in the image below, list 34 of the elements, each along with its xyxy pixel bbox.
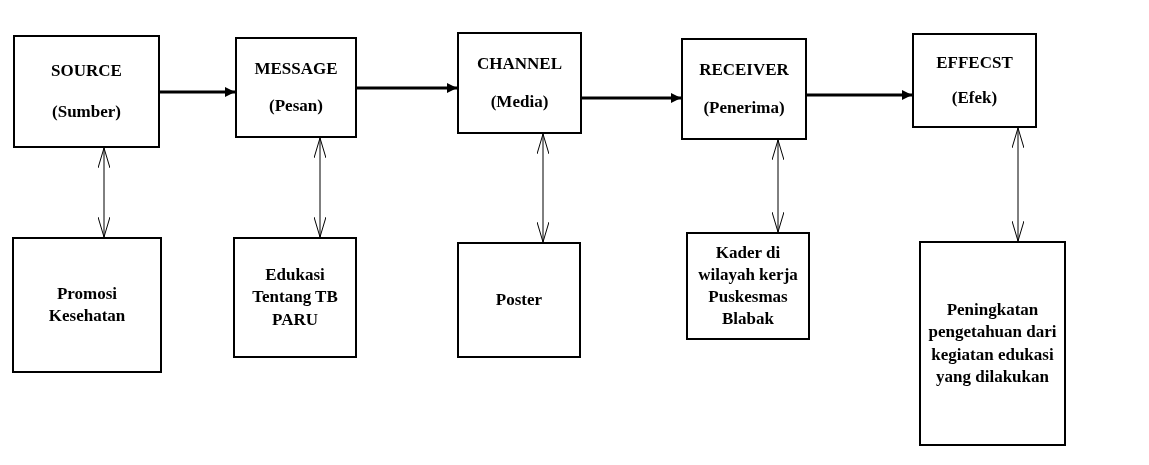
box-text: Promosi Kesehatan	[47, 282, 127, 327]
box-heading: MESSAGE	[254, 57, 338, 80]
arrow	[357, 83, 457, 93]
box-subheading: (Sumber)	[52, 100, 121, 123]
process-box	[235, 37, 357, 138]
box-subheading: (Media)	[490, 90, 549, 113]
box-heading: CHANNEL	[477, 53, 562, 76]
process-box	[919, 241, 1066, 446]
box-subheading: (Pesan)	[269, 94, 323, 117]
process-box	[457, 242, 581, 358]
box-heading: EFFECST	[936, 51, 1013, 74]
arrow	[807, 90, 912, 100]
arrow	[536, 133, 550, 243]
box-heading: RECEIVER	[699, 59, 789, 82]
arrow	[97, 147, 111, 238]
arrow	[160, 87, 235, 97]
box-text: Peningkatan pengetahuan dari kegiatan edukasi yang dilakukan	[927, 299, 1058, 388]
box-text: Kader di wilayah kerja Puskesmas Blabak	[697, 241, 799, 331]
box-text: Poster	[495, 288, 543, 311]
arrow	[313, 137, 327, 238]
box-subheading: (Efek)	[951, 86, 998, 109]
box-text: Edukasi Tentang TB PARU	[251, 264, 339, 331]
arrow	[582, 93, 681, 103]
arrow	[771, 139, 785, 233]
process-box	[912, 33, 1037, 128]
process-box	[12, 237, 162, 373]
arrow	[1011, 127, 1025, 242]
box-subheading: (Penerima)	[703, 96, 785, 119]
process-box	[681, 38, 807, 140]
process-box	[457, 32, 582, 134]
process-box	[686, 232, 810, 340]
process-box	[13, 35, 160, 148]
box-heading: SOURCE	[51, 59, 122, 82]
process-box	[233, 237, 357, 358]
